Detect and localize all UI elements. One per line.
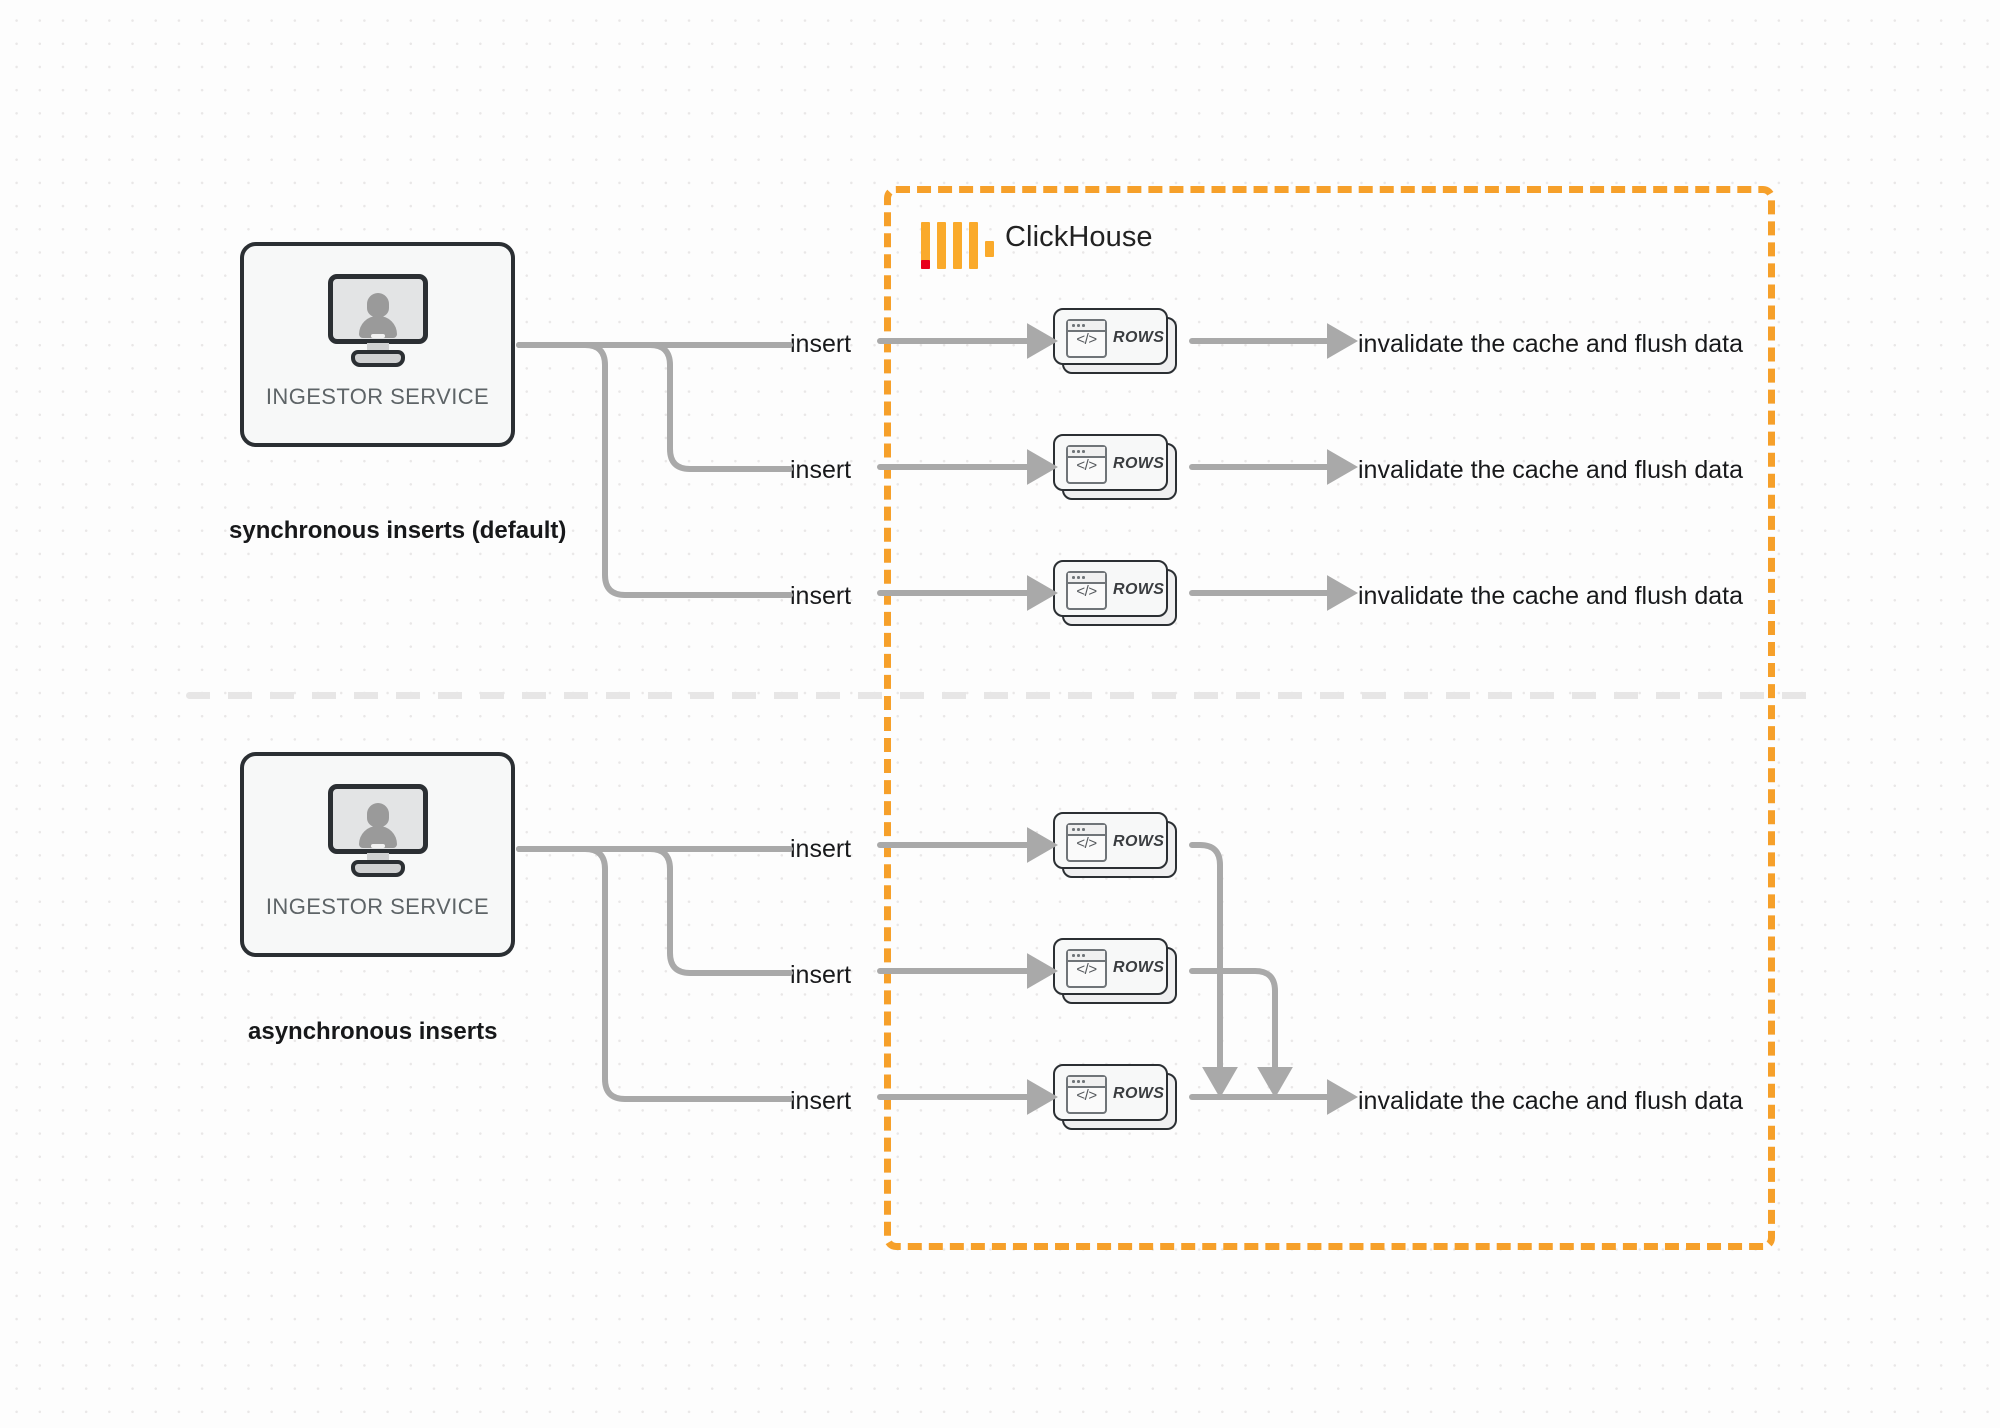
code-window-icon: </> (1066, 445, 1107, 484)
code-window-icon: </> (1066, 823, 1107, 862)
monitor-user-icon (327, 274, 428, 367)
code-window-icon: </> (1066, 319, 1107, 358)
rows-card[interactable]: </> ROWS (1053, 308, 1177, 374)
result-label: invalidate the cache and flush data (1358, 582, 1743, 610)
rows-card[interactable]: </> ROWS (1053, 1064, 1177, 1130)
result-label: invalidate the cache and flush data (1358, 330, 1743, 358)
wire-sync-branch-2 (516, 342, 793, 472)
wire-sync-branch-3 (516, 342, 793, 598)
wire-async-branch-2 (516, 846, 793, 976)
rows-card-label: ROWS (1113, 329, 1165, 346)
code-window-icon: </> (1066, 1075, 1107, 1114)
code-window-icon: </> (1066, 571, 1107, 610)
ingestor-service-sync[interactable]: INGESTOR SERVICE (240, 242, 515, 447)
rows-card-label: ROWS (1113, 833, 1165, 850)
insert-label: insert (790, 456, 852, 484)
insert-label: insert (790, 330, 852, 358)
clickhouse-boundary (884, 186, 1775, 1250)
insert-label: insert (790, 835, 852, 863)
rows-card[interactable]: </> ROWS (1053, 434, 1177, 500)
rows-card[interactable]: </> ROWS (1053, 938, 1177, 1004)
clickhouse-title: ClickHouse (1005, 221, 1153, 253)
rows-card-label: ROWS (1113, 455, 1165, 472)
result-label: invalidate the cache and flush data (1358, 456, 1743, 484)
section-divider (186, 692, 1822, 699)
section-caption-synchronous: synchronous inserts (default) (229, 517, 567, 544)
ingestor-service-async[interactable]: INGESTOR SERVICE (240, 752, 515, 957)
insert-label: insert (790, 1087, 852, 1115)
monitor-user-icon (327, 784, 428, 877)
rows-card-label: ROWS (1113, 1085, 1165, 1102)
insert-label: insert (790, 582, 852, 610)
rows-card-label: ROWS (1113, 581, 1165, 598)
rows-card-label: ROWS (1113, 959, 1165, 976)
insert-label: insert (790, 961, 852, 989)
clickhouse-logo (921, 222, 994, 269)
section-caption-asynchronous: asynchronous inserts (248, 1018, 498, 1045)
rows-card[interactable]: </> ROWS (1053, 560, 1177, 626)
rows-card[interactable]: </> ROWS (1053, 812, 1177, 878)
code-window-icon: </> (1066, 949, 1107, 988)
ingestor-service-label: INGESTOR SERVICE (265, 894, 490, 919)
wire-async-branch-3 (516, 846, 793, 1102)
ingestor-service-label: INGESTOR SERVICE (265, 384, 490, 409)
result-label: invalidate the cache and flush data (1358, 1087, 1743, 1115)
